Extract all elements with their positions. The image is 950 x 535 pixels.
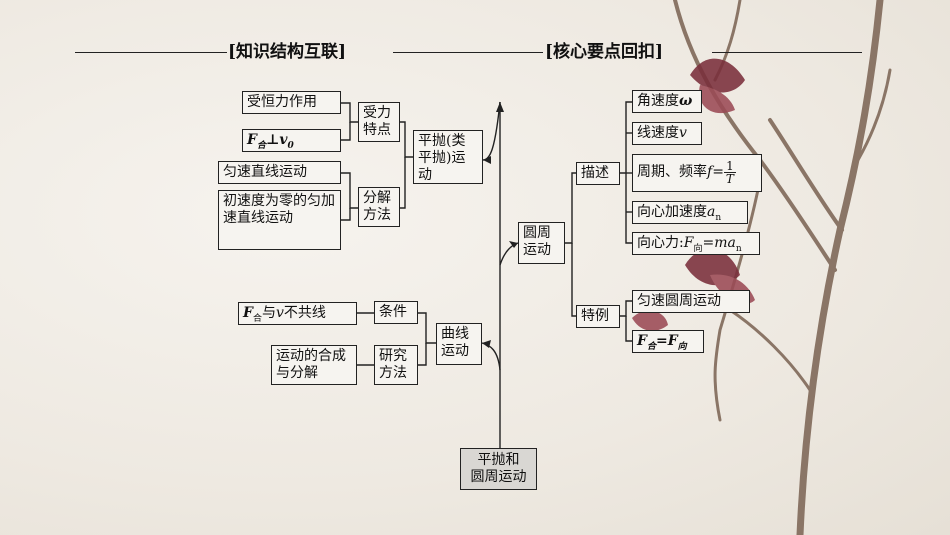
centripetal-force-item: 向心力:F向=man [632,232,760,255]
link-decomp [400,157,406,209]
net-force-equals-centripetal-item: F合=F向 [632,330,704,353]
composition-decomposition-item: 运动的合成与分解 [271,345,357,385]
link-force [400,121,413,158]
curvilinear-motion-node: 曲线运动 [436,323,482,365]
header-rule-right [712,52,862,53]
force-features-node: 受力特点 [358,102,400,142]
root-node: 平抛和 圆周运动 [460,448,537,490]
angular-velocity-item: 角速度ω [632,90,702,113]
arrow-up [496,102,504,112]
uniform-circular-motion-item: 匀速圆周运动 [632,290,750,313]
research-method-node: 研究方法 [374,345,418,385]
circular-motion-node: 圆周运动 [518,222,565,264]
link-curved [481,342,501,371]
uniform-accel-from-rest-item: 初速度为零的匀加速直线运动 [218,190,341,250]
header-rule-left [75,52,227,53]
force-velocity-not-collinear-item: F合与v不共线 [238,302,357,325]
projectile-motion-node: 平抛(类平抛)运动 [413,130,483,184]
centripetal-accel-item: 向心加速度an [632,201,748,224]
force-perp-velocity-item: F合⊥v0 [242,129,341,152]
special-case-node: 特例 [576,305,620,328]
header-rule-middle [393,52,543,53]
condition-node: 条件 [374,301,418,324]
root-line1: 平抛和 [477,452,520,468]
petals [632,58,755,331]
uniform-linear-motion-item: 匀速直线运动 [218,161,341,184]
header-left-title: [知识结构互联] [228,42,347,62]
decomposition-method-node: 分解方法 [358,187,400,227]
header-right-title: [核心要点回扣] [545,42,664,62]
linear-velocity-item: 线速度v [632,122,702,145]
constant-force-item: 受恒力作用 [242,91,341,114]
description-node: 描述 [576,162,620,185]
root-line2: 圆周运动 [470,469,527,485]
